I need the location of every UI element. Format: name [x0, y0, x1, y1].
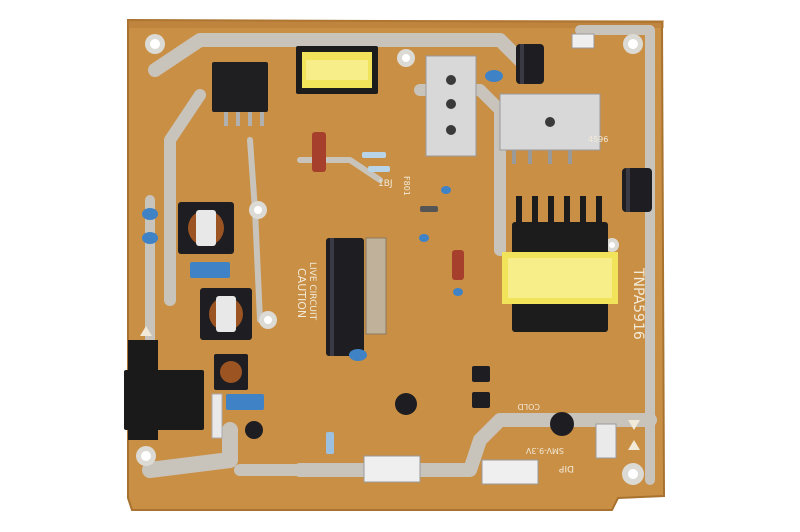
electrolytic-capacitors — [326, 44, 652, 356]
caution-label: CAUTION — [295, 268, 308, 318]
line-filter-choke-top — [178, 202, 234, 254]
board-id-label: TNPA5916 — [630, 267, 646, 340]
heatsink-left — [425, 55, 477, 157]
board-arrows — [140, 326, 640, 450]
fuse-label: F801 — [402, 176, 411, 196]
live-circuit-label: LIVE CIRCUIT — [307, 262, 317, 321]
silkscreen-labels: TNPA5916 CAUTION LIVE CIRCUIT 1BJ 4596 D… — [295, 135, 646, 473]
line-filter-choke-bottom — [200, 288, 252, 340]
fuse — [211, 393, 223, 439]
x-capacitors — [190, 262, 264, 410]
smv-label: SMV-9.3V — [525, 446, 564, 455]
resistors — [312, 132, 464, 454]
heatsink-right — [499, 93, 601, 164]
pcb-slot — [365, 237, 387, 335]
dip-label: DIP — [558, 463, 574, 473]
standby-transformer — [296, 46, 378, 94]
transistors — [245, 366, 574, 439]
lot-code-label: 1BJ — [378, 179, 393, 189]
sub-label: 4596 — [588, 135, 608, 144]
bridge-rectifier — [212, 62, 268, 126]
ceramic-capacitors — [142, 70, 503, 361]
mounting-holes — [136, 34, 644, 485]
power-inductor — [214, 354, 248, 390]
ac-input-connector — [124, 340, 204, 440]
main-transformer — [502, 196, 618, 332]
output-connectors — [363, 33, 617, 485]
cold-label: COLD — [518, 402, 541, 411]
